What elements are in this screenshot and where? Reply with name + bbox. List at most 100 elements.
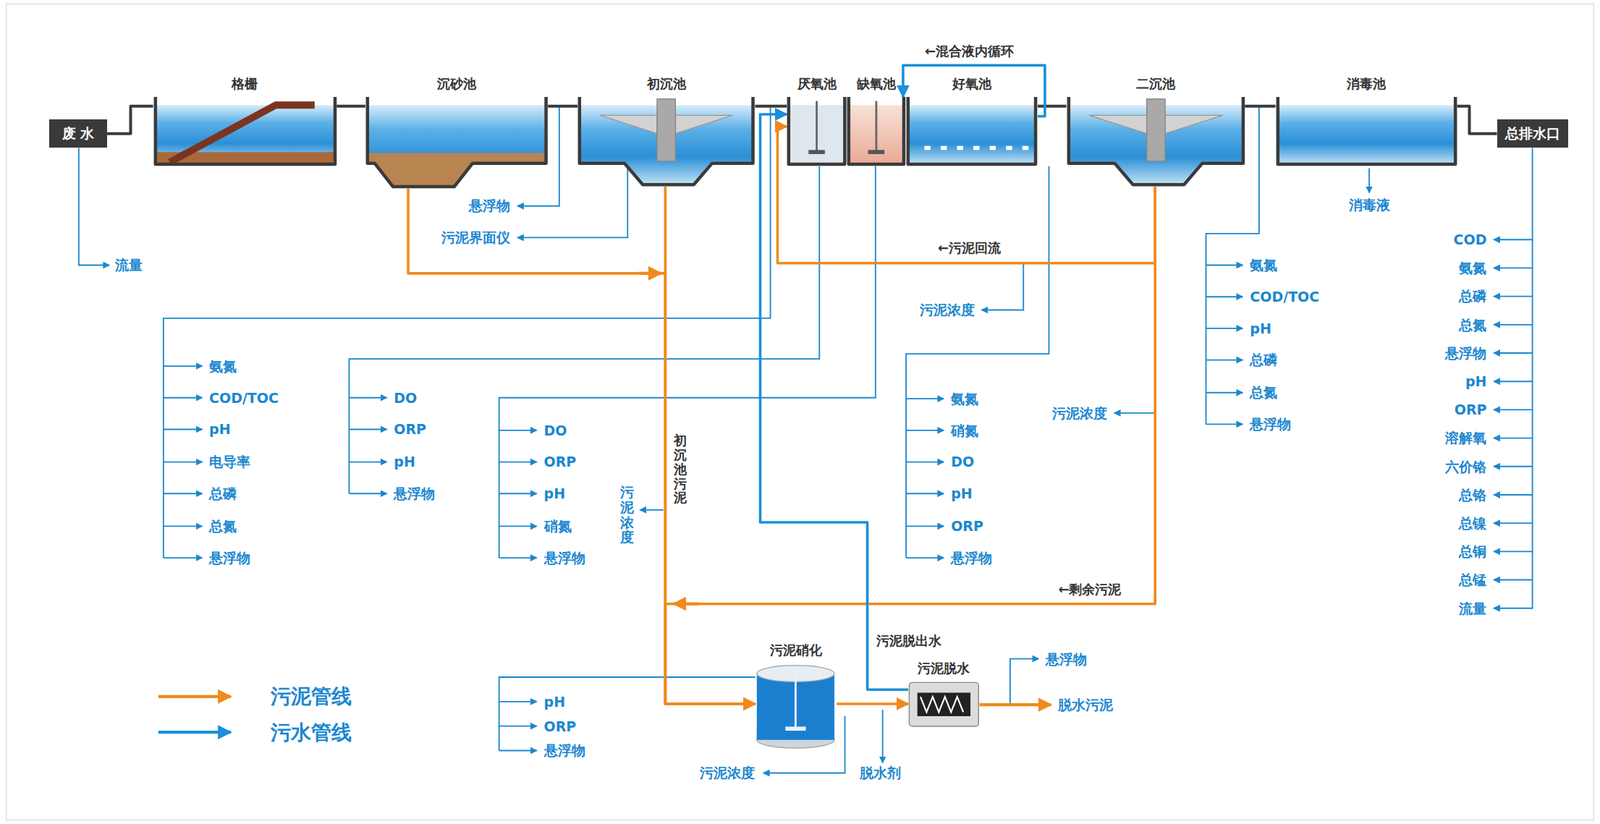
aerator (973, 146, 980, 151)
parameter-label: 悬浮物 (1445, 345, 1487, 362)
leader-tick (499, 557, 537, 559)
parameter-label: 总铬 (1458, 487, 1487, 504)
parameter-label: 流量 (1458, 600, 1487, 618)
mixer-blade (808, 149, 825, 155)
inlet-box: 废 水 (49, 119, 108, 148)
leader-line (348, 166, 820, 494)
parameter-label: ORP (950, 518, 984, 535)
center-column (657, 99, 676, 162)
leader-tick (1493, 352, 1533, 354)
water-pipe (1457, 106, 1498, 134)
parameter-label: ORP (393, 421, 427, 438)
parameter-label: 悬浮物 (1045, 651, 1087, 668)
leader-line (882, 709, 884, 763)
parameter-label: pH (209, 421, 231, 438)
leader-tick (163, 557, 203, 559)
anoxic-tank: 缺氧池 (846, 96, 907, 167)
legend-text: 污水管线 (270, 720, 352, 746)
leader-tick (1493, 494, 1533, 496)
water (908, 104, 1036, 165)
water-pipe (547, 104, 578, 108)
mixer-blade (868, 149, 886, 155)
parameter-label: 污泥浓度 (1052, 405, 1108, 422)
parameter-label: 悬浮物 (1249, 416, 1291, 433)
shape-outline (906, 96, 1038, 167)
tank-wall (367, 96, 547, 187)
leader-tick (1493, 437, 1533, 440)
shape-outline (846, 96, 907, 167)
parameter-label: pH (950, 485, 973, 503)
tank-wall (908, 96, 1036, 165)
tank-wall (1068, 96, 1243, 185)
dewatering-machine: 污泥脱水 (908, 681, 980, 728)
edge-label: 污泥脱出水 (874, 633, 944, 650)
leader-tick (163, 461, 203, 464)
leader-tick (1493, 466, 1533, 468)
leader-tick (1206, 392, 1244, 394)
aerator (1005, 146, 1012, 151)
leader-tick (163, 429, 203, 431)
parameter-label: pH (1465, 373, 1488, 391)
leader-tick (499, 725, 537, 728)
leader-lines (78, 106, 1533, 774)
parameter-label: 悬浮物 (950, 549, 993, 567)
parameter-label: 总氮 (1249, 384, 1278, 401)
leader-tick (499, 461, 537, 464)
leader-line (1010, 659, 1039, 705)
parameter-label: 六价铬 (1445, 458, 1487, 476)
parameter-label: pH (544, 693, 566, 711)
unit-heading: 消毒池 (1346, 75, 1386, 93)
leader-line (979, 703, 1052, 707)
parameter-label: 脱水剂 (859, 764, 901, 782)
parameter-label: ORP (1454, 401, 1488, 419)
parameter-label: pH (1249, 320, 1272, 338)
leader-line (499, 166, 876, 558)
box-label: 总排水口 (1505, 124, 1561, 144)
parameter-label: ORP (544, 718, 577, 736)
parameter-label: 总铜 (1458, 543, 1487, 561)
parameter-label: 总镍 (1458, 515, 1487, 532)
aerator (957, 146, 964, 151)
parameter-label: 悬浮物 (544, 742, 586, 760)
parameter-label: pH (544, 485, 566, 503)
unit-heading: 格栅 (231, 75, 258, 93)
leader-tick (163, 365, 203, 367)
unit-heading: 沉砂池 (437, 75, 477, 93)
tank-wall (579, 96, 754, 185)
box-label: 废 水 (62, 124, 95, 144)
leader-tick (348, 429, 387, 431)
machine-case (908, 682, 979, 727)
legend-text: 污泥管线 (270, 684, 352, 710)
parameter-label: 悬浮物 (209, 549, 251, 567)
digester-blade (785, 726, 807, 731)
leader-tick (1206, 423, 1244, 425)
leader-tick (1206, 264, 1244, 267)
frame (6, 4, 1594, 821)
leader-tick (1493, 324, 1533, 326)
sludge-line (665, 186, 755, 705)
water-pipe (1037, 104, 1066, 108)
water-pipe (1244, 104, 1276, 108)
leader-line (78, 147, 110, 265)
sludge-line (665, 186, 1155, 705)
parameter-label: COD/TOC (209, 390, 279, 407)
parameter-label: 氨氮 (1458, 259, 1487, 277)
aerobic-tank: 好氧池 (906, 96, 1038, 167)
legend-entry: 污水管线 (270, 720, 352, 746)
leader-tick (348, 492, 387, 495)
anaerobic-tank: 厌氧池 (786, 96, 847, 167)
leader-tick (1493, 522, 1533, 524)
water (1277, 104, 1455, 165)
parameter-label: 悬浮物 (468, 197, 511, 215)
outfall-box: 总排水口 (1497, 119, 1569, 148)
screen-tank: 格栅 (153, 96, 338, 167)
unit-heading: 二沉池 (1136, 75, 1176, 93)
leader-tick (348, 461, 387, 464)
water-pipe (107, 106, 153, 134)
grit-tank: 沉砂池 (365, 96, 548, 189)
leader-line (1114, 412, 1155, 414)
parameter-label: COD/TOC (1249, 288, 1320, 306)
aerator (989, 146, 996, 151)
leader-tick (499, 492, 537, 495)
